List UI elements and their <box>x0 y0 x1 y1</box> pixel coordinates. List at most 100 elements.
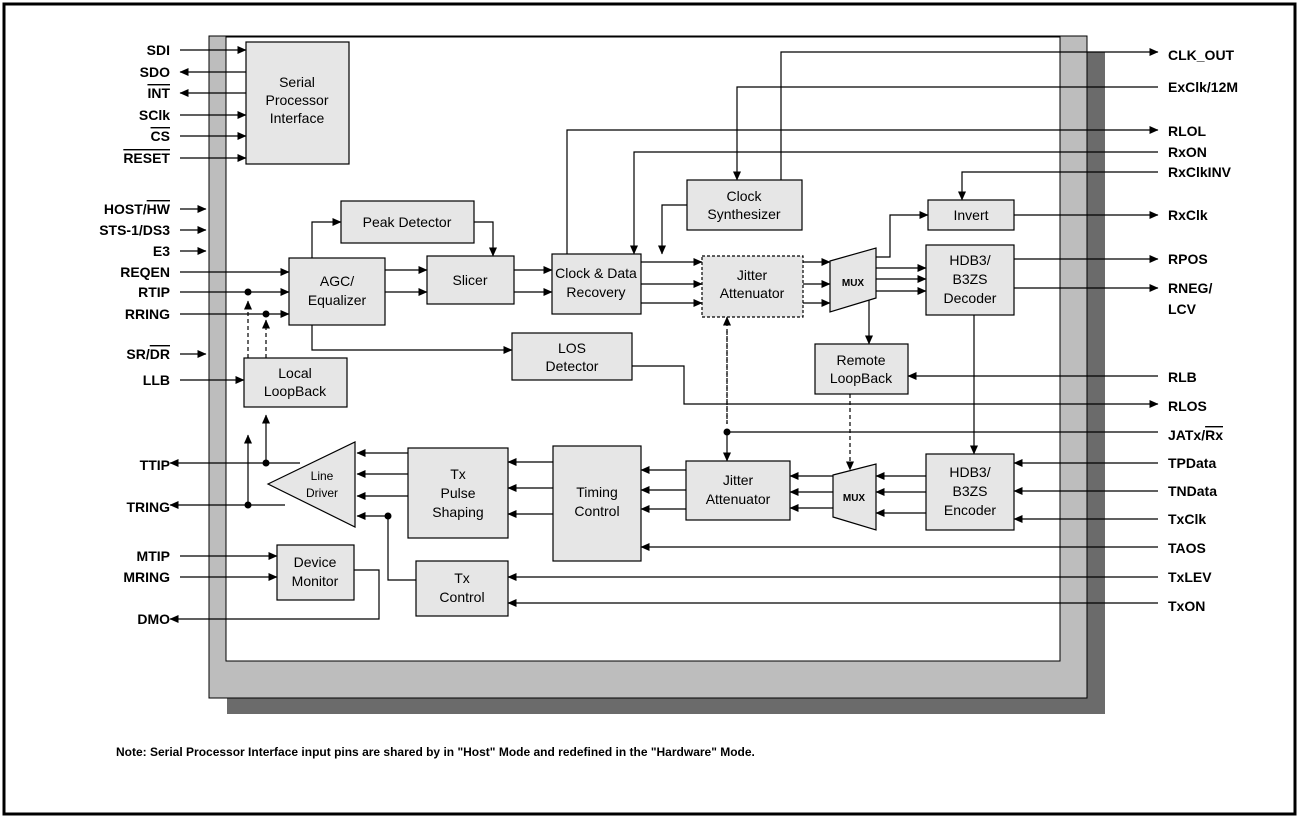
junction-dots <box>244 288 731 520</box>
los-label-1: LOS <box>558 340 586 356</box>
line-driver-block: Line Driver <box>266 441 356 528</box>
driver-label-1: Line <box>311 469 334 483</box>
jitter-tx-block: Jitter Attenuator <box>685 460 791 521</box>
local-lb-label-1: Local <box>278 365 311 381</box>
pin-cs: CS <box>151 128 170 144</box>
pin-tndata: TNData <box>1168 483 1217 499</box>
mux-rx: MUX <box>829 247 877 313</box>
left-pins: SDI SDO INT SClk CS RESET HOST/HW STS-1/… <box>99 42 171 627</box>
right-pins: CLK_OUT ExClk/12M RLOL RxON RxClkINV RxC… <box>1168 47 1238 614</box>
pin-int: INT <box>147 85 170 101</box>
pin-rlol: RLOL <box>1168 123 1207 139</box>
footnote: Note: Serial Processor Interface input p… <box>116 745 755 759</box>
pin-jatx-a: JATx/ <box>1168 427 1205 443</box>
encoder-label-1: HDB3/ <box>949 464 990 480</box>
jitter-rx-label-1: Jitter <box>737 267 768 283</box>
jitter-rx-label-2: Attenuator <box>720 285 785 301</box>
timing-control-block: Timing Control <box>552 445 642 562</box>
pin-clk-out: CLK_OUT <box>1168 47 1235 63</box>
pin-e3: E3 <box>153 243 170 259</box>
spi-label-3: Interface <box>270 110 325 126</box>
pin-sr-dr: SR/DR <box>126 346 170 362</box>
mux-rx-label: MUX <box>842 278 865 289</box>
pulse-shaping-block: Tx Pulse Shaping <box>407 447 509 539</box>
pulse-label-2: Pulse <box>440 485 475 501</box>
encoder-label-3: Encoder <box>944 502 996 518</box>
pin-reset: RESET <box>123 150 170 166</box>
decoder-label-1: HDB3/ <box>949 252 990 268</box>
slicer-label: Slicer <box>452 272 487 288</box>
pin-txlev: TxLEV <box>1168 569 1212 585</box>
pin-rxclkinv: RxClkINV <box>1168 164 1232 180</box>
timing-label-1: Timing <box>576 484 618 500</box>
tx-control-block: Tx Control <box>415 560 509 617</box>
pin-rxon: RxON <box>1168 144 1207 160</box>
pin-jatx: JATx/Rx <box>1168 427 1223 443</box>
pin-rring: RRING <box>125 306 170 322</box>
pin-ttip: TTIP <box>140 457 170 473</box>
chip-interior <box>225 36 1061 662</box>
pin-taos: TAOS <box>1168 540 1206 556</box>
driver-label-2: Driver <box>306 486 338 500</box>
pin-rneg: RNEG/ <box>1168 280 1212 296</box>
pin-host-hw-a: HOST/ <box>104 201 147 217</box>
spi-block: Serial Processor Interface <box>245 41 350 165</box>
pin-jatx-b: Rx <box>1205 427 1223 443</box>
pin-txon: TxON <box>1168 598 1205 614</box>
pin-rxclk: RxClk <box>1168 207 1208 223</box>
pin-sdi: SDI <box>147 42 170 58</box>
clock-synth-block: Clock Synthesizer <box>686 179 803 231</box>
peak-detector-block: Peak Detector <box>340 200 475 244</box>
txctrl-label-2: Control <box>439 589 484 605</box>
pin-rlb: RLB <box>1168 369 1197 385</box>
pin-sr-dr-b: DR <box>150 346 170 362</box>
remote-loopback-block: Remote LoopBack <box>814 343 909 395</box>
los-detector-block: LOS Detector <box>511 332 633 381</box>
decoder-label-2: B3ZS <box>952 271 987 287</box>
cdr-block: Clock & Data Recovery <box>551 253 642 315</box>
pin-sclk: SClk <box>139 107 170 123</box>
agc-label-2: Equalizer <box>308 292 367 308</box>
device-monitor-block: Device Monitor <box>276 544 355 601</box>
cdr-label-2: Recovery <box>566 284 625 300</box>
pulse-label-1: Tx <box>450 466 466 482</box>
encoder-block: HDB3/ B3ZS Encoder <box>925 453 1015 531</box>
pin-rlos: RLOS <box>1168 398 1207 414</box>
pin-tring: TRING <box>126 499 170 515</box>
pin-reqen: REQEN <box>120 264 170 280</box>
local-loopback-block: Local LoopBack <box>243 357 348 408</box>
spi-label-1: Serial <box>279 74 315 90</box>
pin-dmo: DMO <box>137 611 170 627</box>
jitter-tx-label-2: Attenuator <box>706 491 771 507</box>
spi-label-2: Processor <box>265 92 328 108</box>
pin-host-hw: HOST/HW <box>104 201 171 217</box>
invert-block: Invert <box>927 199 1015 231</box>
pin-txclk: TxClk <box>1168 511 1206 527</box>
decoder-label-3: Decoder <box>944 290 997 306</box>
remote-lb-label-1: Remote <box>836 352 885 368</box>
local-lb-label-2: LoopBack <box>264 383 327 399</box>
remote-lb-label-2: LoopBack <box>830 370 893 386</box>
mux-tx-label: MUX <box>843 493 866 504</box>
cdr-label-1: Clock & Data <box>555 265 637 281</box>
pin-mtip: MTIP <box>137 548 170 564</box>
slicer-block: Slicer <box>426 255 515 305</box>
los-label-2: Detector <box>546 358 599 374</box>
pulse-label-3: Shaping <box>432 504 483 520</box>
invert-label: Invert <box>953 207 988 223</box>
wires <box>169 46 1159 623</box>
clksyn-label-1: Clock <box>726 188 762 204</box>
pin-host-hw-b: HW <box>147 201 171 217</box>
pin-exclk: ExClk/12M <box>1168 79 1238 95</box>
mux-tx: MUX <box>832 463 877 531</box>
pin-rtip: RTIP <box>138 284 170 300</box>
monitor-label-2: Monitor <box>292 573 339 589</box>
agc-label-1: AGC/ <box>320 273 354 289</box>
jitter-tx-label-1: Jitter <box>723 472 754 488</box>
monitor-label-1: Device <box>294 554 337 570</box>
jitter-rx-block: Jitter Attenuator <box>701 255 804 318</box>
clksyn-label-2: Synthesizer <box>707 206 780 222</box>
pin-sr-dr-a: SR/ <box>126 346 149 362</box>
pin-sdo: SDO <box>140 64 170 80</box>
